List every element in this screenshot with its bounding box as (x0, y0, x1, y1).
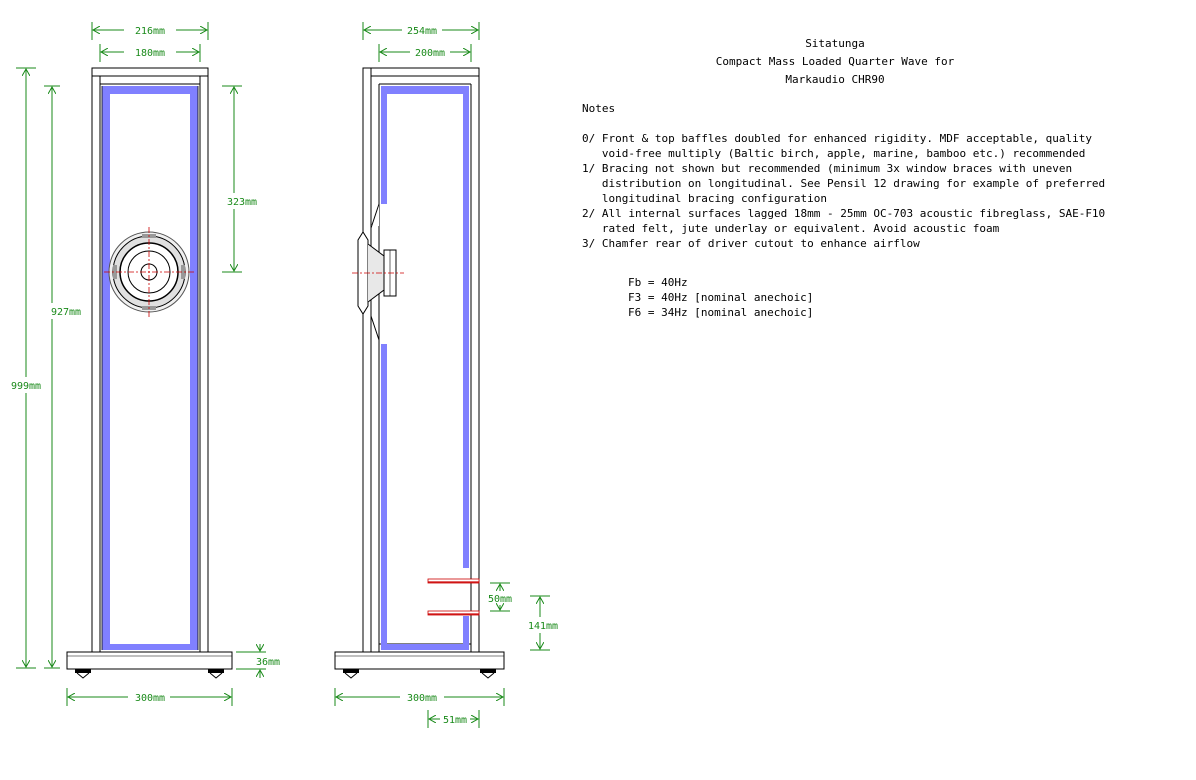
side-lagging-top (381, 86, 469, 94)
dim-total-height: 999mm (11, 381, 41, 392)
dim-side-plinth-width: 300mm (407, 693, 437, 704)
note-line: distribution on longitudinal. See Pensil… (582, 177, 1106, 190)
front-cabinet-outline (91, 67, 209, 653)
dim-driver-height: 323mm (227, 197, 257, 208)
side-view (334, 67, 505, 679)
dim-plinth-offset: 51mm (443, 715, 467, 726)
dim-side-outer-depth: 254mm (407, 26, 437, 37)
title-name: Sitatunga (805, 37, 865, 50)
notes-heading: Notes (582, 102, 616, 115)
dim-front-plinth-width: 300mm (135, 693, 165, 704)
spec-fb: Fb = 40Hz (628, 276, 688, 289)
title-driver: Markaudio CHR90 (785, 73, 885, 86)
dim-side-inner-depth: 200mm (415, 48, 445, 59)
dim-front-inner-width: 180mm (135, 48, 165, 59)
driver-side (352, 231, 404, 315)
port-upper (427, 578, 480, 584)
dim-port-position: 141mm (528, 621, 558, 632)
spec-f3: F3 = 40Hz [nominal anechoic] (628, 291, 814, 304)
dim-port-height: 50mm (488, 594, 512, 605)
dim-front-outer-width: 216mm (135, 26, 165, 37)
dim-plinth-thickness: 36mm (256, 657, 280, 668)
note-line: 2/ All internal surfaces lagged 18mm - 2… (582, 207, 1106, 220)
note-line: rated felt, jute underlay or equivalent.… (582, 222, 1000, 235)
note-line: longitudinal bracing configuration (582, 192, 828, 205)
dimension-labels: 216mm 180mm 323mm 927mm 999mm 36mm 300mm… (11, 26, 558, 726)
spec-f6: F6 = 34Hz [nominal anechoic] (628, 306, 814, 319)
front-plinth (66, 651, 233, 670)
note-line: void-free multiply (Baltic birch, apple,… (582, 147, 1086, 160)
port-lower (427, 610, 480, 616)
note-line: 1/ Bracing not shown but recommended (mi… (582, 162, 1073, 175)
note-line: 0/ Front & top baffles doubled for enhan… (582, 132, 1092, 145)
title-description: Compact Mass Loaded Quarter Wave for (715, 55, 955, 68)
driver-front (104, 227, 194, 317)
side-plinth (334, 651, 505, 670)
note-line: 3/ Chamfer rear of driver cutout to enha… (582, 237, 920, 250)
front-view (66, 67, 233, 679)
dimensions (16, 22, 550, 728)
side-cabinet-outline (362, 67, 480, 653)
dim-inner-height: 927mm (51, 307, 81, 318)
